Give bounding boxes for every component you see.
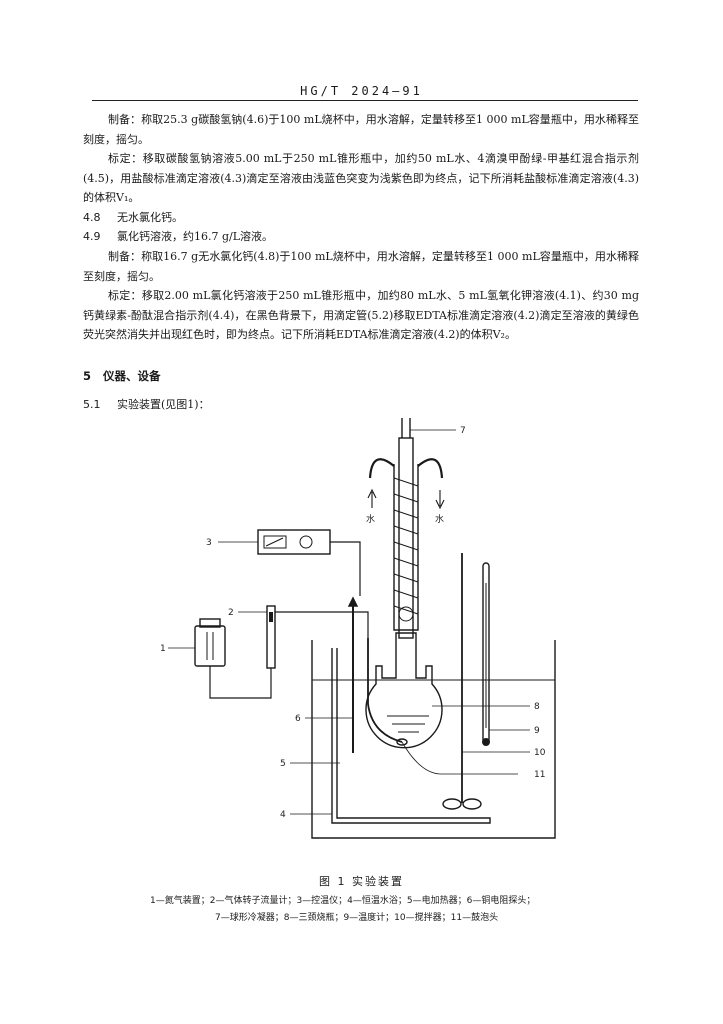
- callout-4: 4: [280, 810, 286, 820]
- supply-tube: [209, 666, 272, 699]
- subsection-5-1: 5.1 实验装置(见图1)：: [83, 395, 210, 415]
- water-out-arrow: [435, 490, 445, 510]
- figure-legend-line-1: 1—氮气装置；2—气体转子流量计；3—控温仪；4—恒温水浴；5—电加热器；6—铜…: [150, 896, 536, 906]
- header-rule: [92, 100, 638, 101]
- paragraph-calibration-1: 标定：移取碳酸氢钠溶液5.00 mL于250 mL锥形瓶中，加约50 mL水、4…: [83, 152, 639, 204]
- section-number: 5: [83, 369, 92, 383]
- bubbler-head: [396, 738, 408, 746]
- callout-9: 9: [534, 726, 540, 736]
- figure-legend-line-2: 7—球形冷凝器；8—三颈烧瓶；9—温度计；10—搅拌器；11—鼓泡头: [215, 913, 499, 923]
- stirrer-blade-left: [442, 798, 462, 810]
- water-inlet-arm: [368, 458, 395, 479]
- electric-heater: [331, 648, 491, 824]
- list-item-4-9: 4.9 氯化钙溶液，约16.7 g/L溶液。: [83, 227, 273, 247]
- flowmeter-outlet: [275, 611, 369, 638]
- condenser-tube: [398, 437, 414, 639]
- three-neck-flask: [365, 632, 443, 749]
- section-heading: 5 仪器、设备: [83, 368, 161, 384]
- item-number: 4.8: [83, 211, 101, 224]
- callout-2: 2: [228, 608, 234, 618]
- condenser-jacket: [393, 464, 419, 631]
- stirrer-blade-right: [462, 798, 482, 810]
- callout-8: 8: [534, 702, 540, 712]
- callout-6: 6: [295, 714, 301, 724]
- item-text: 无水氯化钙。: [117, 211, 183, 224]
- bubbler-tube: [367, 638, 403, 743]
- water-out-label: 水: [435, 513, 444, 525]
- nitrogen-supply: [194, 625, 226, 667]
- subsection-number: 5.1: [83, 398, 101, 411]
- leader-lines: [168, 429, 530, 815]
- list-item-4-8: 4.8 无水氯化钙。: [83, 208, 183, 228]
- controller-wire: [330, 541, 361, 596]
- water-in-label: 水: [366, 513, 375, 525]
- paragraph-preparation-2: 制备：称取16.7 g无水氯化钙(4.8)于100 mL烧杯中，用水溶解，定量转…: [83, 250, 639, 283]
- callout-11: 11: [534, 770, 545, 780]
- probe-tip: [347, 596, 359, 607]
- subsection-text: 实验装置(见图1)：: [117, 398, 210, 411]
- paragraph-preparation-1: 制备：称取25.3 g碳酸氢钠(4.6)于100 mL烧杯中，用水溶解，定量转移…: [83, 113, 639, 146]
- condenser-coil: [393, 477, 419, 615]
- item-number: 4.9: [83, 230, 101, 243]
- callout-10: 10: [534, 748, 546, 758]
- controller-knob: [299, 535, 313, 549]
- temperature-controller: [257, 529, 331, 555]
- apparatus-diagram: 1 2 3 4 5 6 7 8 9 10 11 水 水: [160, 418, 556, 839]
- callout-3: 3: [206, 538, 212, 548]
- callout-5: 5: [280, 759, 286, 769]
- paragraph-calibration-2: 标定：移取2.00 mL氯化钙溶液于250 mL锥形瓶中，加约80 mL水、5 …: [83, 289, 639, 341]
- controller-display: [263, 535, 287, 549]
- figure-caption: 图 1 实验装置: [319, 875, 404, 888]
- water-bath: [311, 640, 556, 839]
- water-in-arrow: [367, 488, 377, 508]
- page-header: HG/T 2024—91: [300, 84, 423, 98]
- condenser-top: [401, 418, 411, 438]
- callout-7: 7: [460, 426, 466, 436]
- item-text: 氯化钙溶液，约16.7 g/L溶液。: [117, 230, 274, 243]
- section-title: 仪器、设备: [103, 369, 161, 383]
- callout-1: 1: [160, 644, 166, 654]
- water-outlet-arm: [417, 458, 444, 479]
